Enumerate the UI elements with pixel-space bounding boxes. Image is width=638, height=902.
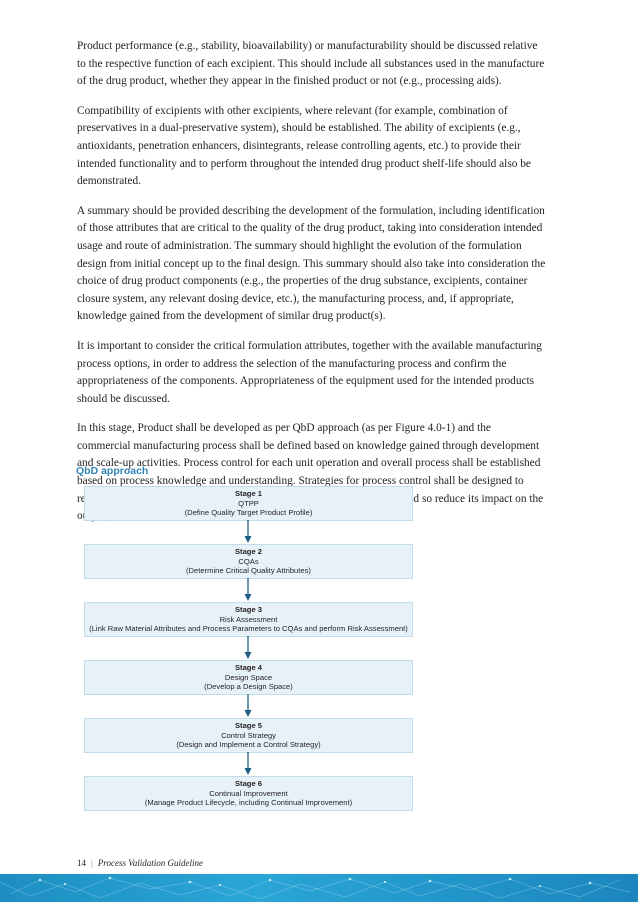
stage-title: Stage 2 [234, 547, 262, 557]
stage-title: Stage 1 [234, 489, 262, 499]
page-number: 14 [77, 858, 86, 868]
arrow-down-icon [244, 520, 252, 543]
arrow-down-icon [244, 694, 252, 717]
stage-name: Design Space [224, 672, 273, 682]
guide-title: Process Validation Guideline [97, 858, 203, 868]
stage-title: Stage 4 [234, 663, 262, 673]
paragraph: A summary should be provided describing … [77, 204, 546, 323]
stage-name: QTPP [238, 498, 259, 508]
arrow-down-icon [244, 752, 252, 775]
decorative-footer-band [0, 874, 638, 902]
stage-title: Stage 3 [234, 605, 262, 615]
paragraph: Compatibility of excipients with other e… [77, 104, 531, 188]
body-text: Product performance (e.g., stability, bi… [77, 38, 547, 538]
stage-name: Control Strategy [221, 730, 276, 740]
stage-box-6: Stage 6 Continual Improvement (Manage Pr… [84, 776, 413, 811]
footer-separator: | [91, 858, 93, 868]
network-pattern-icon [0, 876, 631, 900]
paragraph: In this stage, Product shall be develope… [77, 422, 544, 522]
stage-description: (Manage Product Lifecycle, including Con… [144, 798, 353, 808]
stage-box-2: Stage 2 CQAs (Determine Critical Quality… [84, 544, 413, 579]
paragraph: It is important to consider the critical… [77, 339, 542, 405]
stage-description: (Link Raw Material Attributes and Proces… [89, 624, 408, 634]
stage-title: Stage 6 [234, 779, 262, 789]
stage-description: (Develop a Design Space) [204, 682, 293, 692]
stage-name: Continual Improvement [209, 788, 288, 798]
stage-description: (Define Quality Target Product Profile) [184, 508, 313, 518]
stage-description: (Determine Critical Quality Attributes) [186, 566, 311, 576]
stage-title: Stage 5 [234, 721, 262, 731]
stage-name: Risk Assessment [219, 614, 278, 624]
page-footer: 14 | Process Validation Guideline [77, 858, 203, 868]
stage-name: CQAs [238, 556, 259, 566]
stage-box-5: Stage 5 Control Strategy (Design and Imp… [84, 718, 413, 753]
stage-description: (Design and Implement a Control Strategy… [176, 740, 321, 750]
stage-box-4: Stage 4 Design Space (Develop a Design S… [84, 660, 413, 695]
stage-box-1: Stage 1 QTPP (Define Quality Target Prod… [84, 486, 413, 521]
figure-heading: QbD approach [76, 465, 149, 477]
paragraph: Product performance (e.g., stability, bi… [77, 40, 545, 88]
stage-box-3: Stage 3 Risk Assessment (Link Raw Materi… [84, 602, 413, 637]
arrow-down-icon [244, 578, 252, 601]
arrow-down-icon [244, 636, 252, 659]
